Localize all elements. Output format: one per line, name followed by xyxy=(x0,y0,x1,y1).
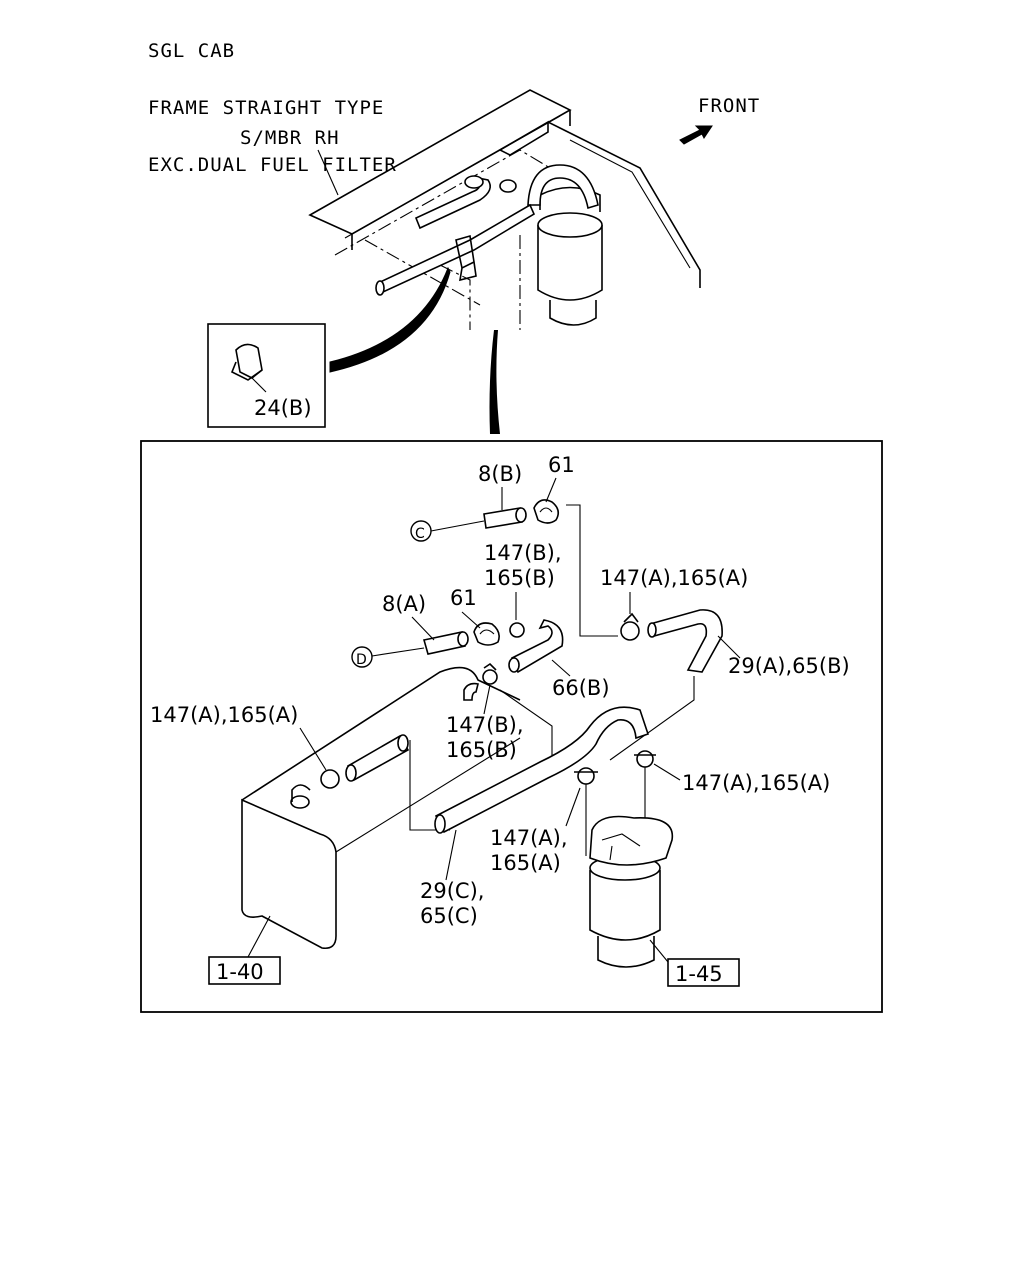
label-165b-mid: 165(B) xyxy=(446,738,517,762)
hose-29c xyxy=(434,706,650,834)
ref-1-45: 1-45 xyxy=(675,962,723,986)
pipe-8a xyxy=(422,631,469,655)
label-24b: 24(B) xyxy=(254,396,312,420)
clamp-147b-mid xyxy=(482,669,498,685)
clip-61-top xyxy=(533,499,560,524)
clamp-147a-tank xyxy=(320,769,340,789)
front-arrow-icon xyxy=(679,125,713,145)
overview-clip xyxy=(455,234,477,282)
header-line-frame: FRAME STRAIGHT TYPE xyxy=(148,97,385,119)
clip-inset-box: 24(B) xyxy=(207,323,326,428)
frame-side-member xyxy=(308,89,572,250)
label-8b: 8(B) xyxy=(478,462,522,486)
overview-drawing xyxy=(308,89,713,434)
label-front: FRONT xyxy=(698,95,760,117)
label-65c: 65(C) xyxy=(420,904,478,928)
header-line-filter: EXC.DUAL FUEL FILTER xyxy=(148,154,397,176)
clamp-147b-upper xyxy=(509,622,525,638)
label-8a: 8(A) xyxy=(382,592,426,616)
ref-1-40: 1-40 xyxy=(216,960,264,984)
clip-61-mid xyxy=(473,622,500,646)
hose-66b xyxy=(510,619,564,674)
filter-bracket xyxy=(498,120,701,288)
label-66b: 66(B) xyxy=(552,676,610,700)
clamp-147a-right xyxy=(620,612,640,641)
ref-box-tank[interactable]: 1-40 xyxy=(208,956,281,985)
label-147b-mid: 147(B), xyxy=(446,713,524,737)
detail-box xyxy=(140,440,883,1013)
overview-fuel-filter xyxy=(527,164,603,326)
ref-box-filter[interactable]: 1-45 xyxy=(667,958,740,987)
label-147a-165a-filter: 147(A),165(A) xyxy=(682,771,830,795)
label-61-mid: 61 xyxy=(450,586,477,610)
label-frame-member: S/MBR RH xyxy=(240,127,340,149)
label-29c: 29(C), xyxy=(420,879,484,903)
clamp-147a-filter-top xyxy=(636,750,654,768)
fuel-filter-detail xyxy=(589,815,674,968)
label-61-top: 61 xyxy=(548,453,575,477)
overview-hose-a xyxy=(376,203,536,294)
diagram-header: SGL CAB FRAME STRAIGHT TYPE EXC.DUAL FUE… xyxy=(148,4,397,194)
label-147b-top: 147(B), xyxy=(484,541,562,565)
clamp-147a-filter-left xyxy=(577,767,595,785)
label-circle-c: C xyxy=(415,526,425,542)
label-circle-d: D xyxy=(356,652,367,668)
label-29a-65b: 29(A),65(B) xyxy=(728,654,850,678)
label-165a-low: 165(A) xyxy=(490,851,561,875)
connector-d-icon xyxy=(351,646,373,668)
header-line-cab: SGL CAB xyxy=(148,40,236,62)
label-147a-165a-right: 147(A),165(A) xyxy=(600,566,748,590)
label-147a-low: 147(A), xyxy=(490,826,568,850)
label-165b-top: 165(B) xyxy=(484,566,555,590)
pipe-8b xyxy=(483,507,527,529)
label-147a-165a-left: 147(A),165(A) xyxy=(150,703,298,727)
fuel-tank xyxy=(241,666,521,950)
hose-29a xyxy=(648,609,723,673)
